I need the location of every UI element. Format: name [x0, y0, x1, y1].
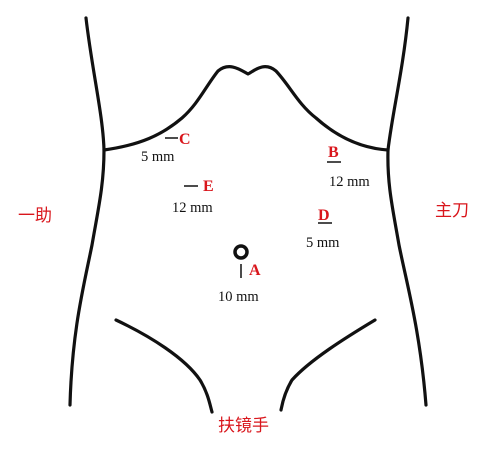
left-flank-line: [68, 16, 106, 407]
port-c-letter: C: [179, 131, 191, 148]
port-c-size: 5 mm: [141, 149, 175, 165]
main-surgeon-label: 主刀: [435, 201, 469, 221]
port-b-size: 12 mm: [329, 174, 370, 190]
right-groin-line: [279, 318, 377, 412]
port-e-letter: E: [203, 178, 214, 195]
left-groin-line: [114, 318, 214, 414]
first-assistant-label: 一助: [18, 206, 52, 226]
port-a-letter: A: [249, 262, 261, 279]
right-flank-line: [386, 16, 428, 407]
port-d-size: 5 mm: [306, 235, 340, 251]
port-d-letter: D: [318, 207, 330, 224]
port-b-letter: B: [328, 144, 339, 161]
rib-margin-line: [102, 65, 390, 152]
scope-holder-label: 扶镜手: [218, 416, 269, 436]
port-e-size: 12 mm: [172, 200, 213, 216]
port-a-size: 10 mm: [218, 289, 259, 305]
umbilicus-port-icon: [233, 244, 249, 260]
